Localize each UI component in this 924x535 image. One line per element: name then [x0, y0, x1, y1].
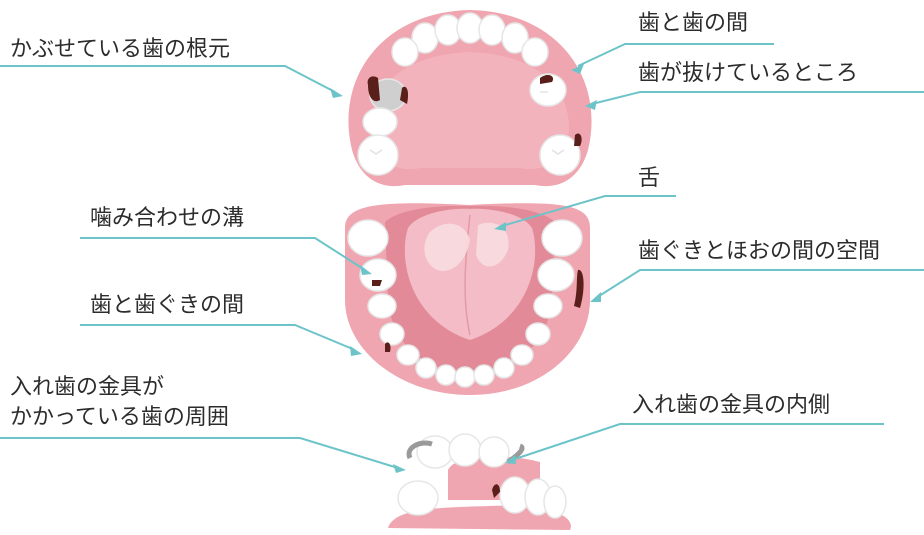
upper-jaw-illustration	[348, 10, 591, 186]
partial-denture-illustration	[388, 434, 571, 530]
leader-cheek-gap	[596, 270, 924, 298]
label-chewing-groove: 噛み合わせの溝	[90, 205, 244, 233]
label-crown-root: かぶせている歯の根元	[10, 36, 230, 64]
label-clasp-inner: 入れ歯の金具の内側	[632, 392, 830, 420]
label-tongue: 舌	[638, 165, 660, 193]
leader-chewing-groove	[80, 238, 365, 270]
leader-clasp-inner	[512, 424, 884, 460]
leader-denture-clasp	[0, 438, 398, 468]
label-denture-clasp-line2: かかっている歯の周囲	[10, 404, 229, 432]
label-cheek-gap: 歯ぐきとほおの間の空間	[638, 238, 880, 266]
label-between-teeth: 歯と歯の間	[638, 10, 748, 38]
label-denture-clasp-line1: 入れ歯の金具が	[10, 374, 164, 402]
label-missing-tooth: 歯が抜けているところ	[638, 60, 858, 88]
leader-tooth-gum	[80, 325, 355, 350]
lower-jaw-illustration	[345, 203, 590, 395]
leader-missing-tooth	[592, 92, 924, 104]
leader-crown-root	[0, 66, 335, 92]
label-tooth-gum: 歯と歯ぐきの間	[90, 292, 244, 320]
